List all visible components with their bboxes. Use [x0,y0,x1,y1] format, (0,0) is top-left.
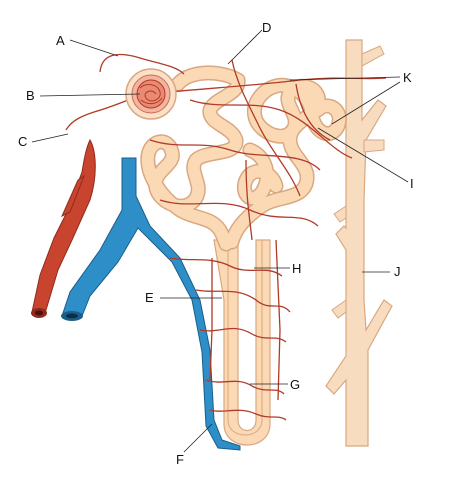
renal-artery-branch [31,138,96,318]
convoluted-tubules [140,65,347,252]
label-b: B [26,88,35,103]
leader-lines [31,29,409,453]
label-a: A [56,33,65,48]
collecting-duct [325,39,393,447]
peritubular-capillaries [65,53,387,421]
glomerulus [125,68,177,120]
label-g: G [290,377,300,392]
renal-vein-branch [61,157,241,451]
label-i: I [410,176,414,191]
label-d: D [262,20,271,35]
label-f: F [176,452,184,467]
label-k: K [403,70,412,85]
label-c: C [18,134,27,149]
label-h: H [292,261,301,276]
label-e: E [145,290,154,305]
label-j: J [394,264,401,279]
